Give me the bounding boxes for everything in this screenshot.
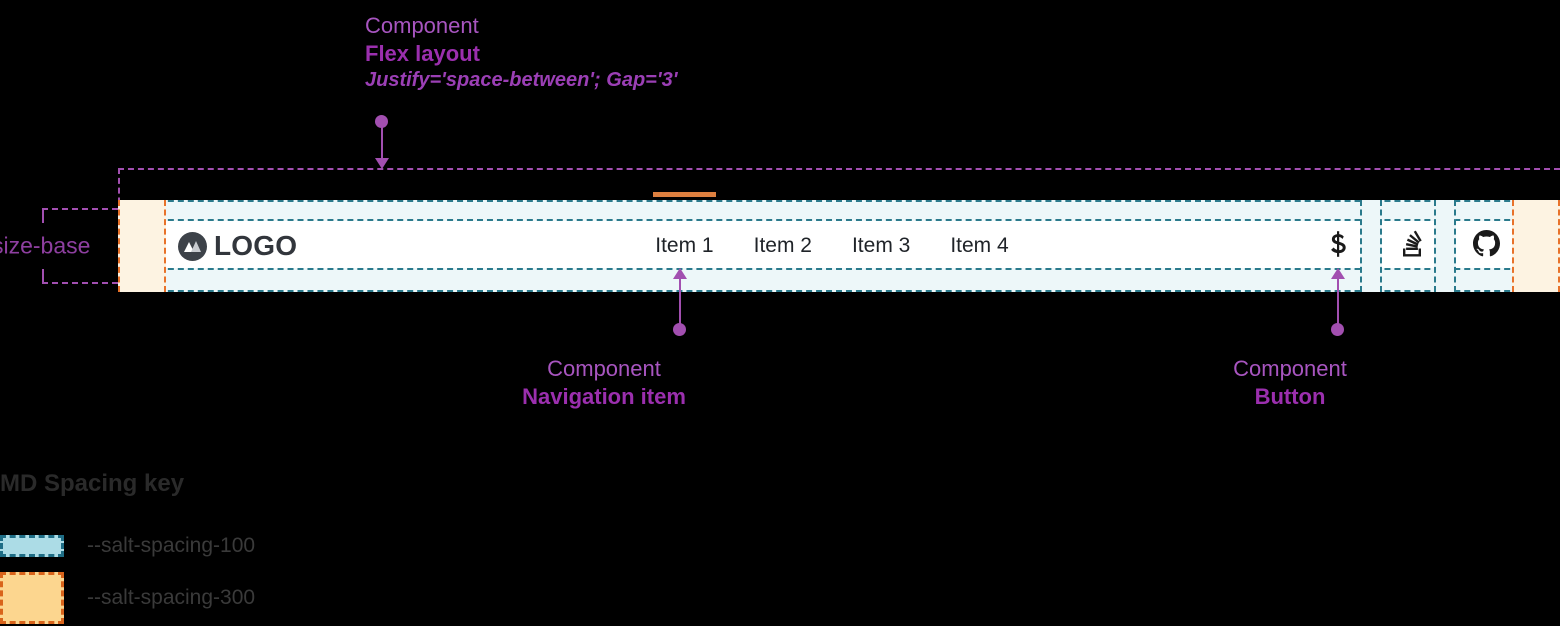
nav-item-leader-arrow-icon xyxy=(673,268,687,279)
navbar-content: LOGO Item 1 Item 2 Item 3 Item 4 xyxy=(166,192,1512,292)
dimension-cap-top xyxy=(42,208,44,223)
size-base-dimension: size-base xyxy=(0,200,118,292)
button-leader-arrow-icon xyxy=(1331,268,1345,279)
nav-item-3[interactable]: Item 3 xyxy=(850,230,912,262)
legend-swatch-spacing-100 xyxy=(0,535,64,557)
button-annotation-name: Button xyxy=(1254,384,1326,410)
mountain-logo-icon xyxy=(178,231,207,261)
spacing-band-bottom xyxy=(118,268,1560,292)
navbar-actions xyxy=(1312,200,1512,292)
nav-item-annotation: Component Navigation item xyxy=(512,355,696,411)
flex-annotation-name: Flex layout xyxy=(365,41,480,67)
navbar: LOGO Item 1 Item 2 Item 3 Item 4 xyxy=(118,192,1560,292)
spacing-band-top xyxy=(118,200,1560,221)
nav-item-1-label: Item 1 xyxy=(655,234,714,257)
flex-leader-dot xyxy=(375,115,388,128)
legend-item-spacing-300: --salt-spacing-300 xyxy=(0,572,256,624)
navigation-items: Item 1 Item 2 Item 3 Item 4 xyxy=(653,192,1010,262)
button-annotation-kind: Component xyxy=(1233,356,1347,381)
flex-annotation-props: Justify='space-between'; Gap='3' xyxy=(365,69,678,92)
size-base-label: size-base xyxy=(0,232,91,259)
dimension-line-top xyxy=(42,208,118,210)
nav-item-annotation-name: Navigation item xyxy=(522,384,686,410)
nav-item-2-label: Item 2 xyxy=(753,234,812,257)
nav-item-leader-line xyxy=(679,278,681,326)
spacing-gap-actions-1 xyxy=(1360,200,1382,292)
nav-item-4[interactable]: Item 4 xyxy=(948,230,1010,262)
legend-label-spacing-100: --salt-spacing-100 xyxy=(87,534,256,557)
nav-item-leader-dot xyxy=(673,323,686,336)
salt-button[interactable] xyxy=(1312,200,1364,292)
flex-leader-line xyxy=(381,124,383,162)
flex-leader-arrow-icon xyxy=(375,158,389,169)
stack-overflow-button[interactable] xyxy=(1386,200,1438,292)
legend-label-spacing-300: --salt-spacing-300 xyxy=(87,586,256,609)
dimension-line-bottom xyxy=(42,282,118,284)
nav-item-4-label: Item 4 xyxy=(950,234,1009,257)
button-annotation: Component Button xyxy=(1225,355,1355,411)
button-leader-dot xyxy=(1331,323,1344,336)
nav-item-3-label: Item 3 xyxy=(851,234,911,257)
spacing-pad-right xyxy=(1512,200,1560,292)
button-leader-line xyxy=(1337,278,1339,326)
nav-item-annotation-kind: Component xyxy=(547,356,661,381)
nav-item-2[interactable]: Item 2 xyxy=(752,230,814,262)
salt-s-icon xyxy=(1327,230,1349,263)
spacing-key-legend: MD Spacing key --salt-spacing-100 --salt… xyxy=(0,470,255,626)
logo[interactable]: LOGO xyxy=(178,230,297,262)
github-icon xyxy=(1472,230,1500,262)
spacing-pad-left xyxy=(118,200,166,292)
legend-title: MD Spacing key xyxy=(0,470,185,497)
github-button[interactable] xyxy=(1460,200,1512,292)
nav-item-1[interactable]: Item 1 xyxy=(653,192,716,262)
logo-text: LOGO xyxy=(214,230,298,261)
legend-item-spacing-100: --salt-spacing-100 xyxy=(0,524,255,568)
stack-overflow-icon xyxy=(1399,230,1425,263)
legend-swatch-spacing-300 xyxy=(0,572,64,624)
spacing-gap-actions-2 xyxy=(1434,200,1456,292)
flex-layout-annotation: Component Flex layout Justify='space-bet… xyxy=(365,12,677,94)
active-indicator xyxy=(653,192,716,197)
dimension-cap-bottom xyxy=(42,269,44,284)
flex-annotation-kind: Component xyxy=(365,13,479,38)
